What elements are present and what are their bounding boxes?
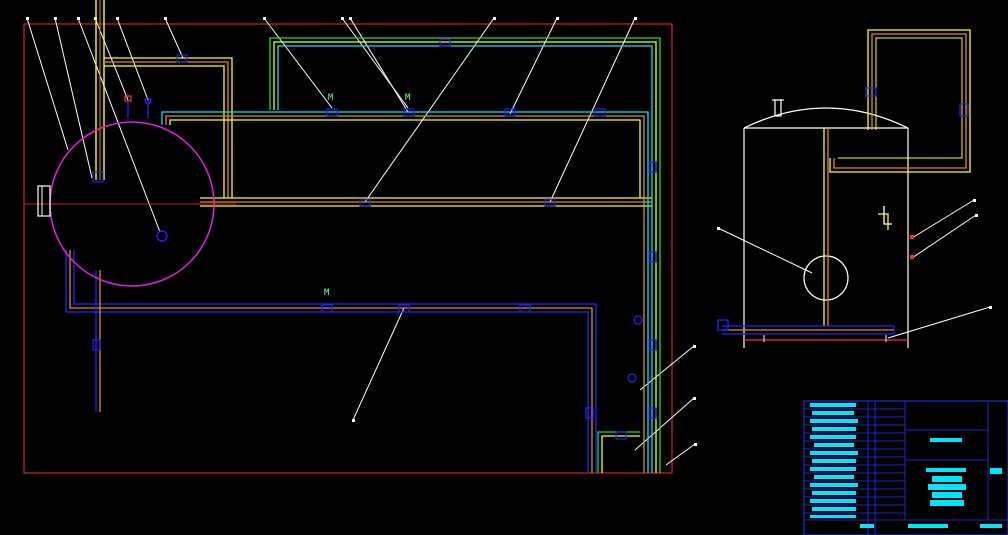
tank-side-nozzles [910, 235, 914, 259]
leader-dots [26, 17, 992, 446]
valve-tag-1: M [328, 93, 334, 103]
tank-sight-glass-icon [803, 255, 849, 301]
cyan-inner-pipe [161, 111, 649, 473]
valve-tag-2: M [405, 93, 411, 103]
tank-leg-marks [763, 335, 887, 342]
valve-symbols [92, 38, 657, 440]
tank-bottom-pipe [717, 319, 895, 335]
tank-nozzles [124, 95, 152, 118]
tank-manhole-icon [156, 230, 168, 242]
vertical-tank [743, 99, 909, 348]
tank-flange [37, 185, 51, 217]
blue-return-pipe [65, 250, 597, 473]
title-block [803, 400, 1008, 535]
yellow-header-pipe [200, 197, 652, 207]
tank-internal-pipe [823, 29, 971, 326]
lower-right-pipe [597, 431, 640, 473]
riser-pipe [95, 0, 105, 180]
valve-tag-3: M [324, 288, 330, 298]
leader-lines [26, 17, 991, 466]
drawing-frame [23, 23, 673, 474]
upper-left-pipe [104, 57, 233, 198]
